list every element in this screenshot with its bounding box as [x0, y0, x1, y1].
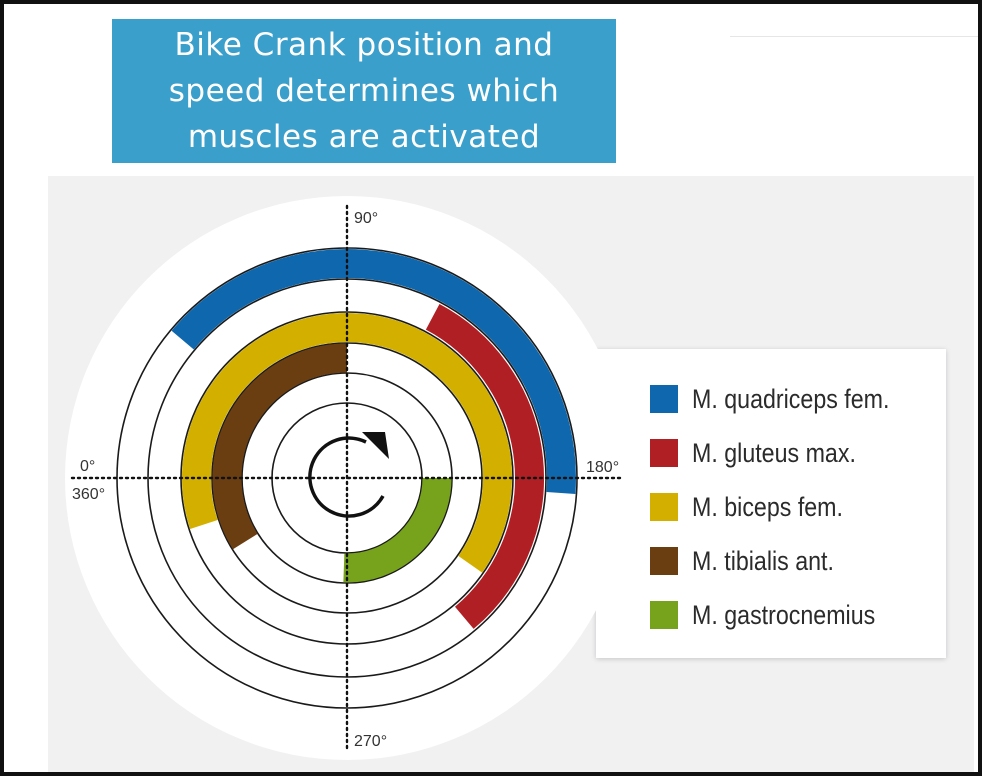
clockwise-arrow-icon: [308, 432, 389, 518]
legend-item-biceps: M. biceps fem.: [650, 480, 922, 534]
legend-item-tibialis: M. tibialis ant.: [650, 534, 922, 588]
legend-label: M. biceps fem.: [692, 491, 843, 522]
legend-swatch: [650, 439, 678, 467]
legend-item-quadriceps: M. quadriceps fem.: [650, 372, 922, 426]
decorative-rule: [730, 36, 978, 37]
legend-swatch: [650, 547, 678, 575]
arc-m-quadriceps-fem: [171, 249, 576, 494]
label-0: 0°: [80, 458, 95, 475]
arc-m-gastrocnemius: [343, 477, 452, 583]
muscle-arcs: [171, 249, 576, 629]
legend-label: M. gastrocnemius: [692, 599, 876, 630]
label-270: 270°: [354, 733, 387, 750]
legend-label: M. quadriceps fem.: [692, 383, 890, 414]
legend: M. quadriceps fem. M. gluteus max. M. bi…: [650, 372, 922, 642]
arc-m-gluteus-max: [425, 304, 544, 629]
title-line-1: Bike Crank position and: [174, 27, 554, 63]
label-360: 360°: [72, 486, 105, 503]
legend-swatch: [650, 385, 678, 413]
label-90: 90°: [354, 210, 378, 227]
legend-item-gluteus: M. gluteus max.: [650, 426, 922, 480]
label-180: 180°: [586, 459, 619, 476]
title-line-3: muscles are activated: [187, 119, 541, 155]
title-line-2: speed determines which: [168, 73, 560, 109]
legend-swatch: [650, 601, 678, 629]
axes: [70, 204, 624, 754]
title-box: Bike Crank position and speed determines…: [112, 19, 616, 163]
slide-title: Bike Crank position and speed determines…: [129, 22, 599, 160]
legend-swatch: [650, 493, 678, 521]
arc-m-tibialis-ant: [212, 343, 348, 550]
legend-label: M. gluteus max.: [692, 437, 856, 468]
legend-item-gastrocnemius: M. gastrocnemius: [650, 588, 922, 642]
legend-label: M. tibialis ant.: [692, 545, 834, 576]
arc-m-biceps-fem: [182, 313, 512, 573]
